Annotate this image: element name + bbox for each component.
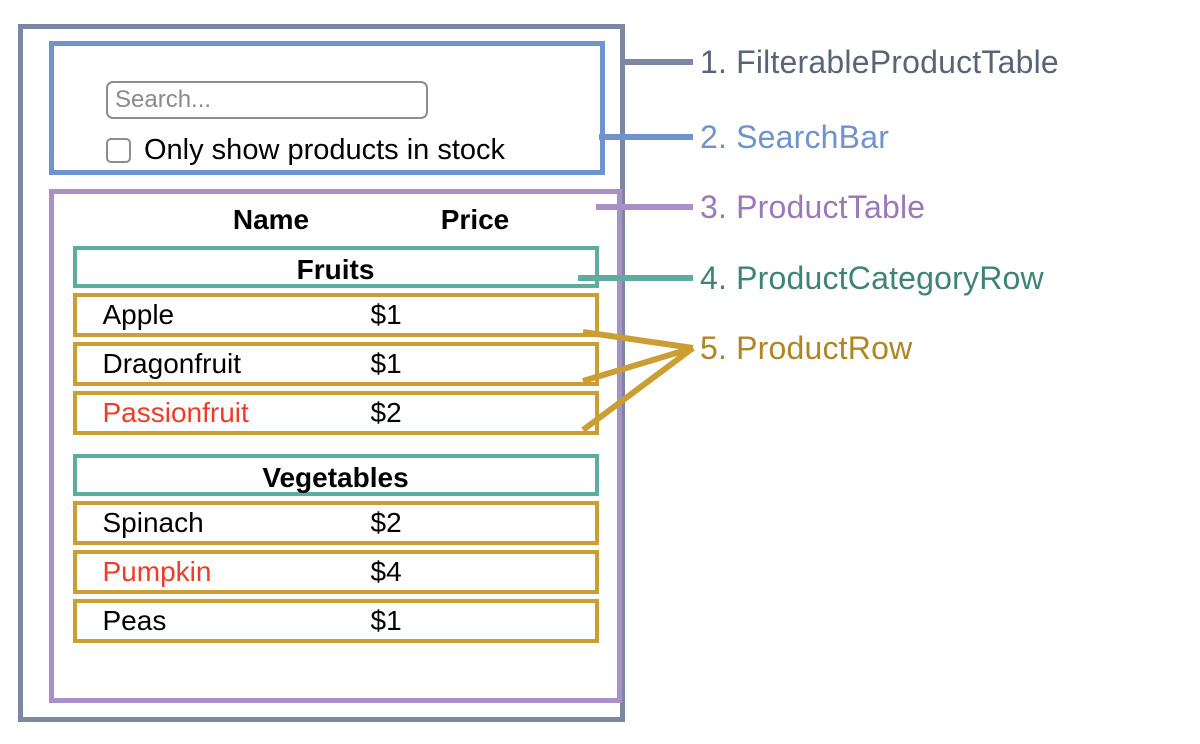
product-name: Apple xyxy=(102,299,175,330)
search-bar: Only show products in stock xyxy=(49,41,605,175)
product-category-row: Vegetables xyxy=(72,454,599,496)
product-name: Pumpkin xyxy=(102,556,212,587)
product-row: Pumpkin $4 xyxy=(72,550,599,594)
annotation-label-product-row: 5.ProductRow xyxy=(700,332,912,364)
product-row: Passionfruit $2 xyxy=(72,391,599,435)
annotation-label-search-bar: 2.SearchBar xyxy=(700,121,889,153)
product-row: Peas $1 xyxy=(72,599,599,643)
product-price: $1 xyxy=(370,299,402,330)
product-category-row: Fruits xyxy=(72,246,599,288)
product-row: Spinach $2 xyxy=(72,501,599,545)
annotation-name-1: FilterableProductTable xyxy=(736,44,1059,80)
column-header-name: Name xyxy=(232,204,310,235)
filterable-product-table: Only show products in stock Name Price F… xyxy=(18,24,625,722)
annotation-number-3: 3. xyxy=(700,189,728,225)
product-price: $1 xyxy=(370,605,402,636)
column-header-price: Price xyxy=(440,204,510,235)
product-name: Dragonfruit xyxy=(102,348,242,379)
annotation-name-5: ProductRow xyxy=(736,330,913,366)
annotation-label-product-category-row: 4.ProductCategoryRow xyxy=(700,262,1044,294)
product-name: Passionfruit xyxy=(102,397,249,428)
in-stock-label: Only show products in stock xyxy=(144,134,506,166)
product-name: Spinach xyxy=(102,507,204,538)
product-price: $2 xyxy=(370,397,402,428)
search-input[interactable] xyxy=(106,81,428,119)
product-price: $4 xyxy=(370,556,402,587)
annotation-number-4: 4. xyxy=(700,260,728,296)
annotation-name-4: ProductCategoryRow xyxy=(736,260,1044,296)
product-price: $2 xyxy=(370,507,402,538)
product-category-label: Vegetables xyxy=(262,462,409,493)
product-row: Apple $1 xyxy=(72,293,599,337)
category-group-spacer xyxy=(54,440,617,454)
in-stock-filter-row[interactable]: Only show products in stock xyxy=(106,136,505,165)
annotation-label-filterable-product-table: 1.FilterableProductTable xyxy=(700,46,1059,78)
annotation-name-3: ProductTable xyxy=(736,189,926,225)
annotation-label-product-table: 3.ProductTable xyxy=(700,191,925,223)
product-row: Dragonfruit $1 xyxy=(72,342,599,386)
product-table-header: Name Price xyxy=(54,194,617,246)
product-name: Peas xyxy=(102,605,167,636)
product-category-label: Fruits xyxy=(296,254,375,285)
annotation-name-2: SearchBar xyxy=(736,119,890,155)
in-stock-checkbox[interactable] xyxy=(106,138,131,163)
annotation-number-1: 1. xyxy=(700,44,728,80)
annotation-number-5: 5. xyxy=(700,330,728,366)
annotation-number-2: 2. xyxy=(700,119,728,155)
product-price: $1 xyxy=(370,348,402,379)
